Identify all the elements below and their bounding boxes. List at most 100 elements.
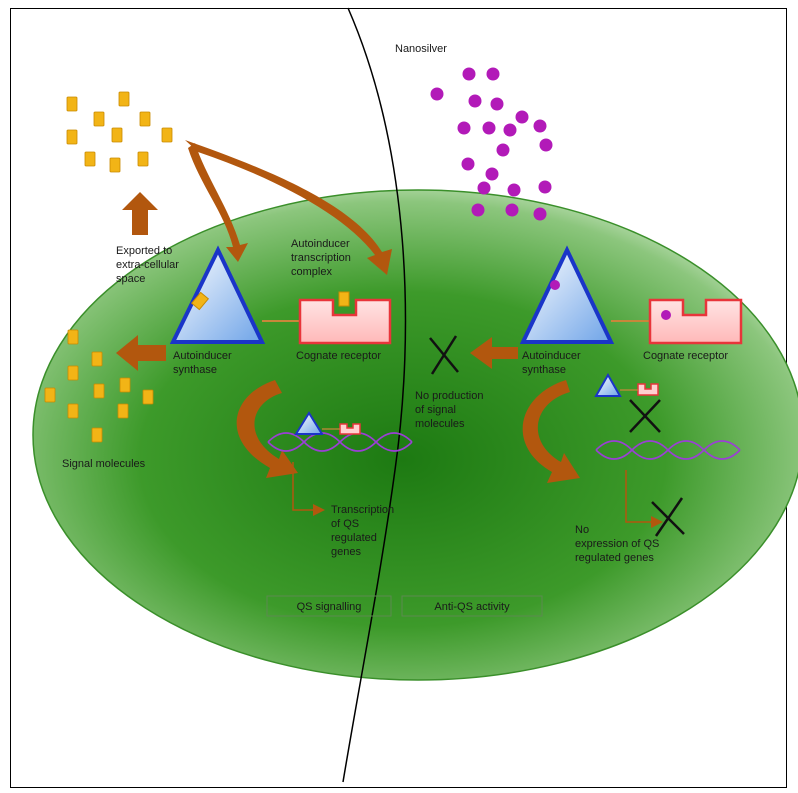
cross-icon bbox=[651, 497, 685, 537]
synthase-triangle-icon bbox=[294, 411, 324, 435]
noexpr-label-2: expression of QS bbox=[575, 538, 659, 550]
synthase-right-label-2: synthase bbox=[522, 364, 566, 376]
signal-molecule-icon bbox=[91, 351, 103, 367]
transcription-label-3: regulated bbox=[331, 532, 377, 544]
complex-label-1: Autoinducer bbox=[291, 238, 350, 250]
nanosilver-particle-icon bbox=[507, 183, 521, 197]
curved-arrow-icon bbox=[188, 143, 248, 262]
signal-molecule-icon bbox=[44, 387, 56, 403]
synthase-triangle-icon bbox=[594, 372, 622, 397]
bound-signal-icon bbox=[190, 291, 210, 311]
nanosilver-particle-icon bbox=[490, 97, 504, 111]
dna-strand bbox=[267, 432, 413, 452]
cross-icon bbox=[429, 335, 459, 375]
signal-molecules-label: Signal molecules bbox=[62, 458, 146, 470]
signal-molecule-icon bbox=[109, 157, 121, 173]
complex-label-3: complex bbox=[291, 266, 332, 278]
noexpr-label-1: No bbox=[575, 524, 589, 536]
signal-molecule-icon bbox=[67, 329, 79, 345]
receptor-icon bbox=[648, 298, 743, 345]
nanosilver-particle-icon bbox=[485, 167, 499, 181]
box-anti-qs-label: Anti-QS activity bbox=[434, 601, 510, 613]
curved-arrow-icon bbox=[185, 140, 392, 275]
receptor-icon bbox=[298, 298, 392, 345]
expression-pointer bbox=[625, 470, 663, 528]
nanosilver-particles bbox=[430, 67, 553, 221]
curved-arrow-icon bbox=[236, 380, 298, 478]
nanosilver-particle-icon bbox=[515, 110, 529, 124]
synthase-right-label-1: Autoinducer bbox=[522, 350, 581, 362]
synthase-left bbox=[169, 245, 300, 344]
nanosilver-particle-icon bbox=[533, 119, 547, 133]
exported-label-3: space bbox=[116, 273, 145, 285]
uptake-arrows bbox=[116, 140, 518, 371]
complex-small-left bbox=[294, 411, 361, 435]
receptor-right-label: Cognate receptor bbox=[643, 350, 728, 362]
synthase-left-label-2: synthase bbox=[173, 364, 217, 376]
nanosilver-particle-icon bbox=[505, 203, 519, 217]
transcription-label-1: Transcription bbox=[331, 504, 394, 516]
noprod-label-1: No production bbox=[415, 390, 484, 402]
exported-label-2: extra-cellular bbox=[116, 259, 179, 271]
nanosilver-particle-icon bbox=[468, 94, 482, 108]
signal-molecule-icon bbox=[161, 127, 173, 143]
receptor-right bbox=[648, 298, 743, 345]
crosses bbox=[429, 335, 685, 537]
blocked-arrow-icon bbox=[470, 337, 518, 369]
noprod-label-3: molecules bbox=[415, 418, 465, 430]
nanosilver-particle-icon bbox=[471, 203, 485, 217]
signal-molecule-icon bbox=[67, 403, 79, 419]
receptor-icon bbox=[339, 423, 361, 435]
signal-molecule-icon bbox=[84, 151, 96, 167]
receptor-left bbox=[298, 291, 392, 345]
transcription-arrows bbox=[236, 380, 580, 483]
receptor-left-label: Cognate receptor bbox=[296, 350, 381, 362]
box-qs-signalling-label: QS signalling bbox=[297, 601, 362, 613]
dna-right bbox=[595, 440, 741, 460]
synthase-triangle-icon bbox=[169, 245, 266, 344]
release-arrow-icon bbox=[116, 335, 166, 371]
signal-molecule-icon bbox=[67, 365, 79, 381]
nanosilver-label: Nanosilver bbox=[395, 43, 447, 55]
signal-molecule-icon bbox=[118, 91, 130, 107]
dna-strand bbox=[595, 440, 741, 460]
nanosilver-particle-icon bbox=[462, 67, 476, 81]
nanosilver-particle-icon bbox=[486, 67, 500, 81]
synthase-right bbox=[519, 245, 650, 344]
transcription-label-4: genes bbox=[331, 546, 361, 558]
bound-signal-icon bbox=[338, 291, 350, 307]
signal-molecule-icon bbox=[111, 127, 123, 143]
dna-left bbox=[267, 432, 413, 452]
signal-molecule-icon bbox=[66, 129, 78, 145]
curved-arrow-icon bbox=[522, 380, 580, 483]
signal-molecule-icon bbox=[66, 96, 78, 112]
box-qs-signalling: QS signalling bbox=[266, 595, 392, 617]
signal-molecule-icon bbox=[117, 403, 129, 419]
signal-molecule-icon bbox=[93, 111, 105, 127]
synthase-triangle-icon bbox=[519, 245, 615, 344]
signal-molecule-icon bbox=[93, 383, 105, 399]
transcription-pointer bbox=[292, 462, 325, 516]
signal-molecule-icon bbox=[139, 111, 151, 127]
nanosilver-particle-icon bbox=[538, 180, 552, 194]
nanosilver-particle-icon bbox=[533, 207, 547, 221]
nanosilver-particle-icon bbox=[539, 138, 553, 152]
box-anti-qs: Anti-QS activity bbox=[401, 595, 543, 617]
signal-molecule-icon bbox=[142, 389, 154, 405]
nanosilver-particle-icon bbox=[496, 143, 510, 157]
exported-label-1: Exported to bbox=[116, 245, 172, 257]
signal-molecule-icon bbox=[137, 151, 149, 167]
noexpr-label-3: regulated genes bbox=[575, 552, 654, 564]
receptor-icon bbox=[637, 383, 659, 396]
signal-molecules-inside bbox=[44, 329, 154, 443]
noprod-label-2: of signal bbox=[415, 404, 456, 416]
bound-nanosilver-icon bbox=[661, 310, 671, 320]
nanosilver-particle-icon bbox=[482, 121, 496, 135]
nanosilver-particle-icon bbox=[477, 181, 491, 195]
complex-small-right bbox=[594, 372, 659, 397]
synthase-left-label-1: Autoinducer bbox=[173, 350, 232, 362]
nanosilver-particle-icon bbox=[503, 123, 517, 137]
signal-molecules-outside bbox=[66, 91, 173, 173]
signal-molecule-icon bbox=[119, 377, 131, 393]
